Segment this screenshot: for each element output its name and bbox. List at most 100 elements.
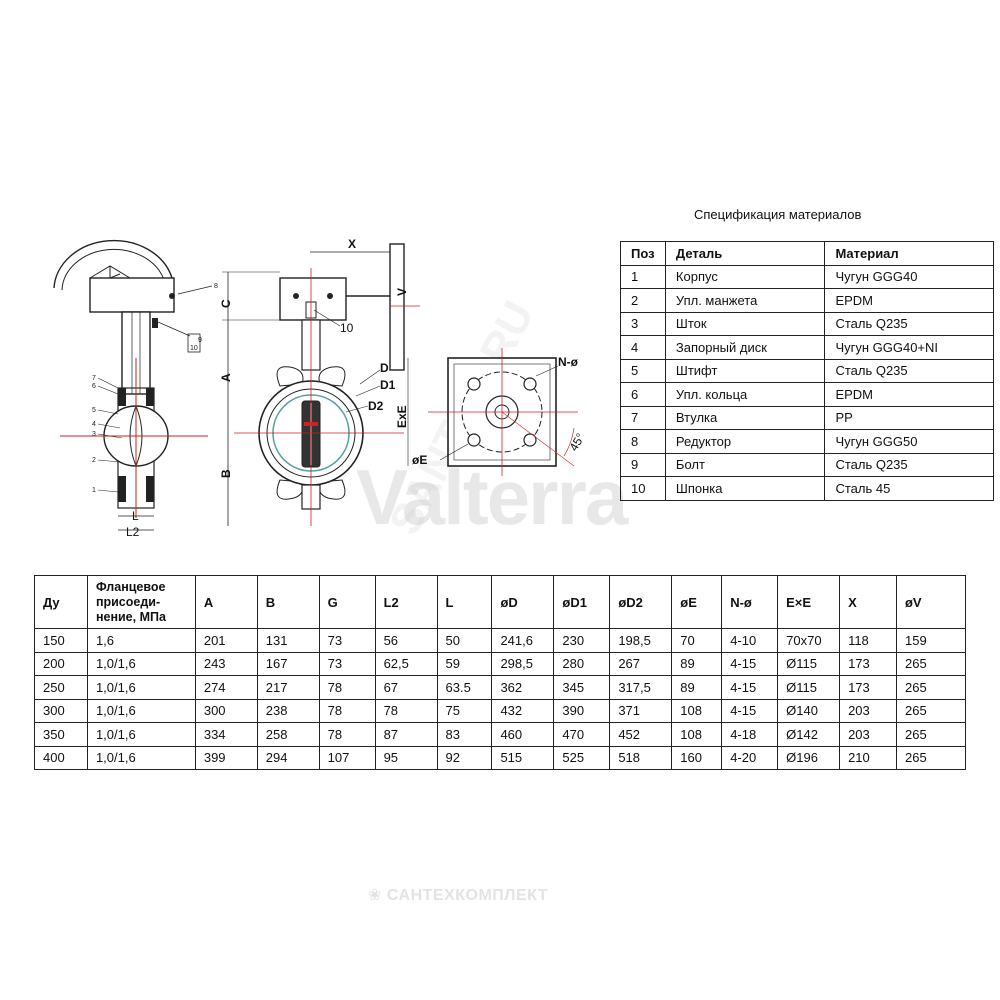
spec-row-cell: Чугун GGG40 (824, 264, 994, 289)
dim-row-cell: 274 (194, 675, 258, 700)
dim-row-cell: 217 (256, 675, 320, 700)
spec-row-cell: Сталь 45 (824, 476, 994, 501)
dim-label-X: X (348, 237, 356, 251)
part-label-2: 2 (92, 457, 96, 464)
dim-header-cell: øD1 (553, 575, 611, 629)
dim-header-row: Ду Фланцевое присоеди-нение, МПа A B G L… (34, 575, 967, 629)
dimensions-table: Ду Фланцевое присоеди-нение, МПа A B G L… (34, 575, 967, 770)
dim-row-cell: 118 (839, 628, 897, 653)
dim-row-cell: 238 (256, 698, 320, 723)
dim-row-cell: 265 (895, 698, 967, 723)
dim-row-cell: 78 (318, 675, 376, 700)
dim-row-cell: 73 (318, 651, 376, 676)
part-label-8: 8 (214, 283, 218, 290)
dim-row-cell: 198,5 (609, 628, 673, 653)
dim-row-cell: 4-15 (721, 675, 779, 700)
dim-row-cell: 4-18 (721, 722, 779, 747)
dim-header-cell: L2 (374, 575, 438, 629)
dim-row-cell: Ø140 (777, 698, 841, 723)
dim-row-cell: 258 (256, 722, 320, 747)
dim-row-cell: 460 (491, 722, 555, 747)
dim-row-cell: 515 (491, 745, 555, 770)
key-part-label: 10 (340, 321, 354, 335)
dim-row-cell: Ø196 (777, 745, 841, 770)
dim-row-cell: 59 (436, 651, 493, 676)
dim-row-cell: 107 (318, 745, 376, 770)
dim-header-cell: øD2 (609, 575, 673, 629)
dim-header-cell: øV (895, 575, 967, 629)
spec-row-cell: 5 (620, 358, 666, 383)
dim-label-E: øE (412, 453, 427, 467)
dim-row-cell: 1,0/1,6 (86, 651, 196, 676)
spec-row-cell: Корпус (664, 264, 826, 289)
dim-row-cell: 159 (895, 628, 967, 653)
dim-header-cell: øE (671, 575, 723, 629)
dim-row-cell: 250 (34, 675, 88, 700)
dim-row-cell: 92 (436, 745, 493, 770)
dim-row-cell: 1,6 (86, 628, 196, 653)
part-label-3: 3 (92, 431, 96, 438)
spec-row-cell: 2 (620, 288, 666, 313)
dim-row-cell: 150 (34, 628, 88, 653)
angle-label: 45° (566, 431, 587, 454)
dim-row-cell: 300 (194, 698, 258, 723)
dim-row-cell: 160 (671, 745, 723, 770)
dim-row-cell: 267 (609, 651, 673, 676)
dim-label-B: B (219, 469, 233, 478)
spec-row-cell: Упл. кольца (664, 382, 826, 407)
part-label-4: 4 (92, 421, 96, 428)
dim-row-cell: 294 (256, 745, 320, 770)
gearbox-body (89, 277, 175, 313)
spec-row-cell: Штифт (664, 358, 826, 383)
spec-row-cell: Шток (664, 311, 826, 336)
dim-row-cell: 50 (436, 628, 493, 653)
dim-row-cell: 173 (839, 675, 897, 700)
dim-row-cell: 362 (491, 675, 555, 700)
dim-label-D1: D1 (380, 378, 396, 392)
dim-row-cell: 452 (609, 722, 673, 747)
dim-row-cell: 95 (374, 745, 438, 770)
dim-label-D: D (380, 361, 389, 375)
dim-row-cell: 67 (374, 675, 438, 700)
dim-row-cell: 108 (671, 698, 723, 723)
dim-header-cell: øD (491, 575, 555, 629)
dim-row-cell: 317,5 (609, 675, 673, 700)
dim-row-cell: 265 (895, 651, 967, 676)
spec-row-cell: EPDM (824, 382, 994, 407)
dim-row-cell: 201 (194, 628, 258, 653)
dim-row-cell: 83 (436, 722, 493, 747)
part-label-5: 5 (92, 407, 96, 414)
spec-row-cell: Чугун GGG50 (824, 429, 994, 454)
part-label-6: 6 (92, 383, 96, 390)
dim-row-cell: 167 (256, 651, 320, 676)
brand-watermark: Valterra (356, 453, 628, 541)
dim-row-cell: 56 (374, 628, 438, 653)
spec-row-cell: 1 (620, 264, 666, 289)
dim-row-cell: 89 (671, 651, 723, 676)
part-label-7: 7 (92, 375, 96, 382)
spec-row-cell: PP (824, 405, 994, 430)
flange-view-drawing: ExE N-ø øE 45° (395, 348, 588, 476)
dim-row-cell: 203 (839, 698, 897, 723)
dim-row-cell: 243 (194, 651, 258, 676)
front-view-drawing: X V 10 C A B D D1 D2 (219, 237, 420, 526)
dim-row-cell: 371 (609, 698, 673, 723)
dim-row-cell: 87 (374, 722, 438, 747)
dim-header-cell: Ду (34, 575, 88, 629)
spec-row-cell: Запорный диск (664, 335, 826, 360)
part-label-1: 1 (92, 487, 96, 494)
spec-row-cell: Упл. манжета (664, 288, 826, 313)
dim-row-cell: 399 (194, 745, 258, 770)
spec-row-cell: EPDM (824, 288, 994, 313)
